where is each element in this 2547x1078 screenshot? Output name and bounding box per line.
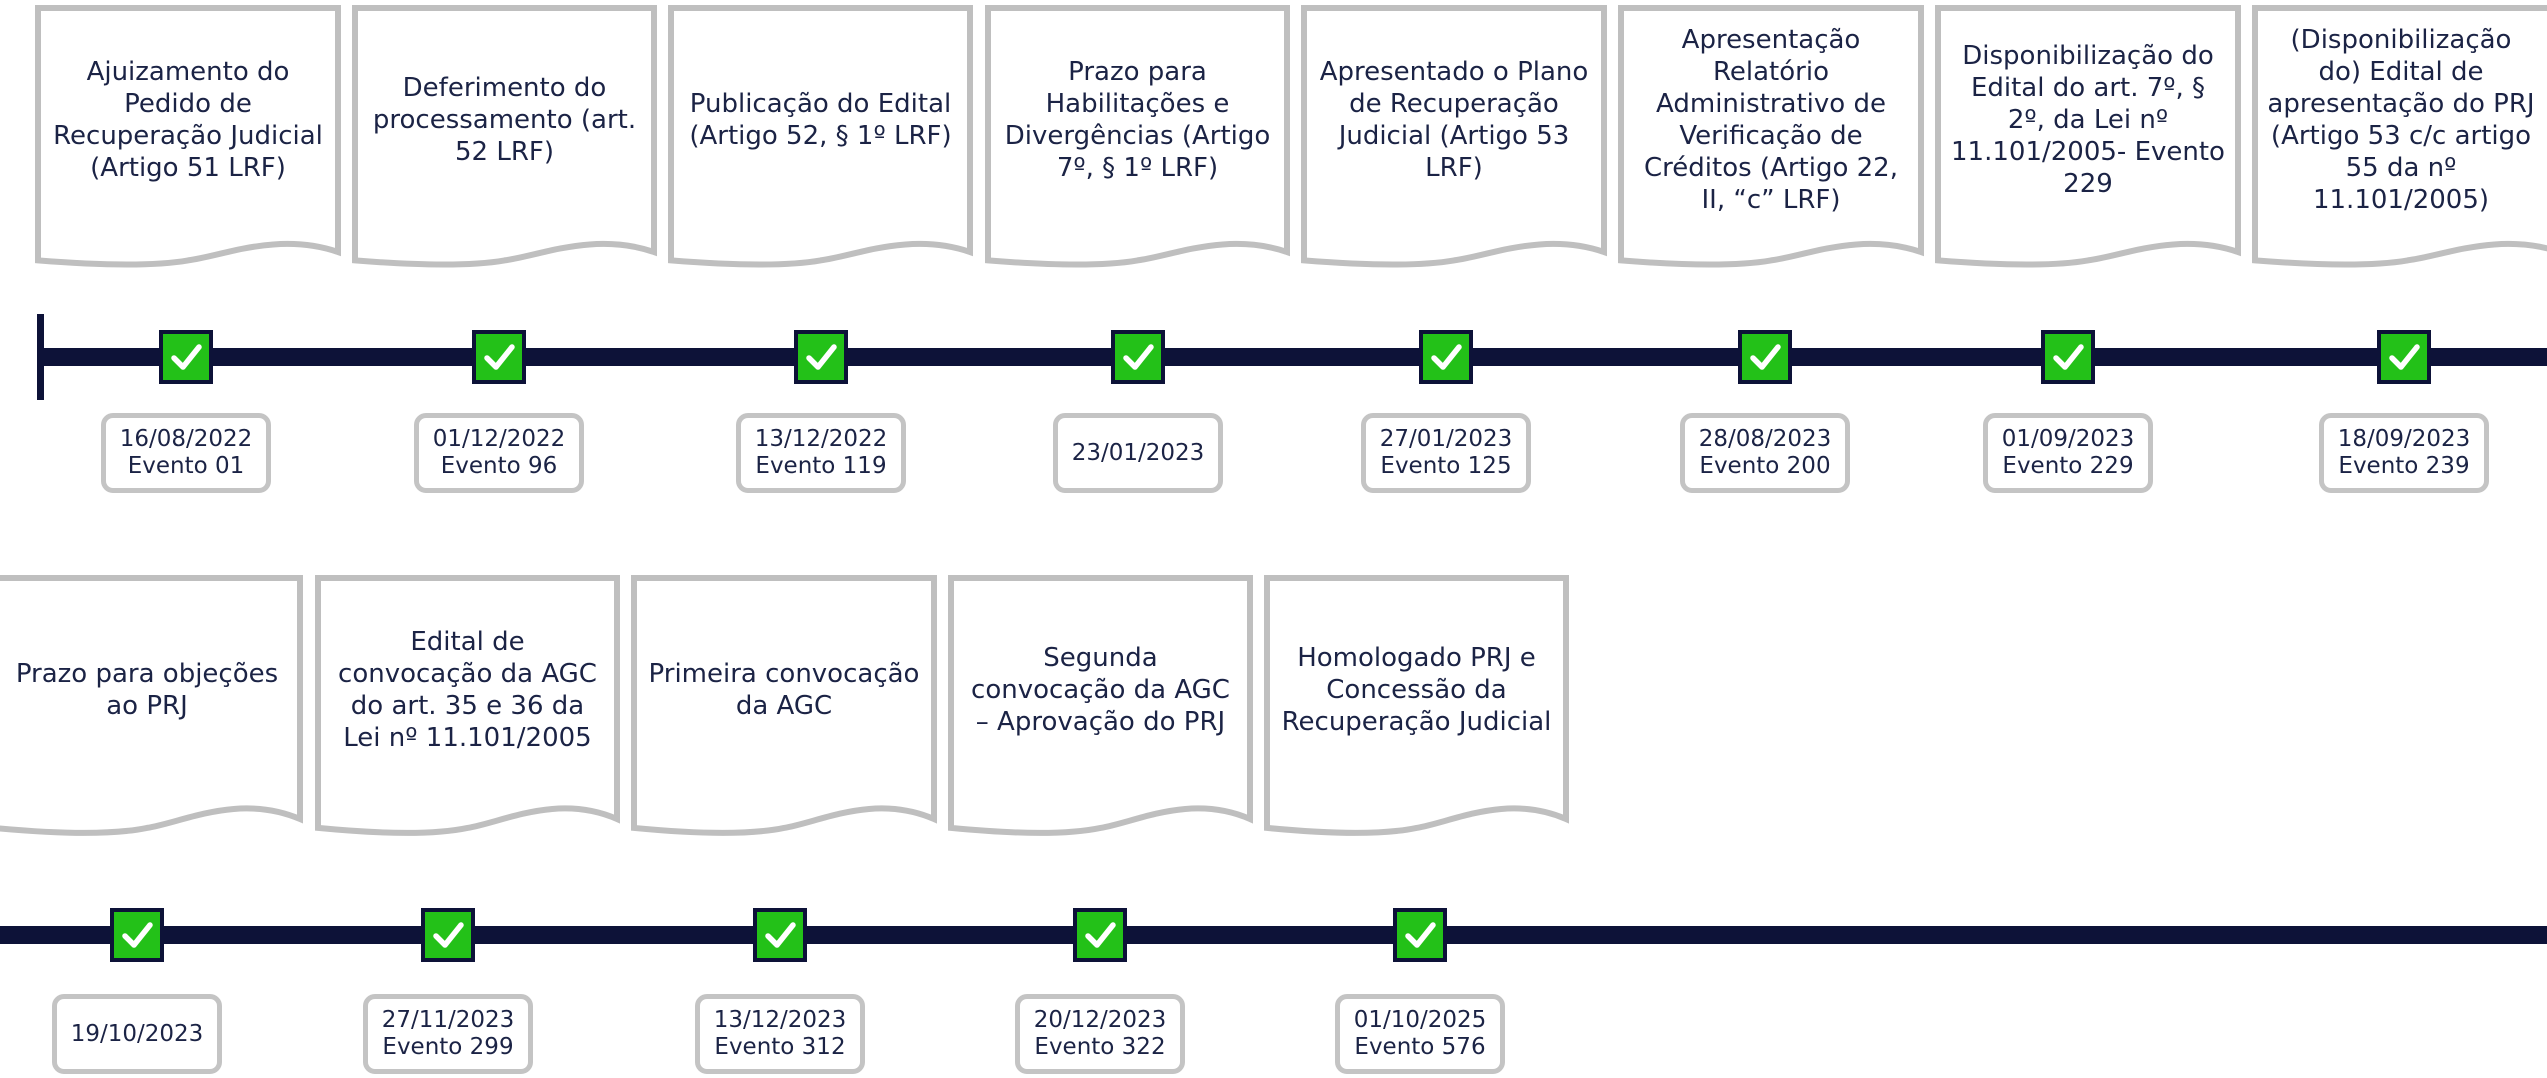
row2-event-1-card (0, 575, 303, 836)
row1-event-2-card (352, 5, 657, 268)
row1-event-6-card (1618, 5, 1924, 268)
row1-event-2-evento: Evento 96 (440, 453, 558, 479)
row1-event-7-evento: Evento 229 (2002, 453, 2134, 479)
row2-event-3-evento: Evento 312 (714, 1034, 846, 1060)
row1-event-8-card (2252, 5, 2547, 268)
row2-event-3-card (631, 575, 937, 836)
row2-event-4-check-icon (1073, 908, 1127, 962)
row2-event-2-evento: Evento 299 (382, 1034, 514, 1060)
row1-event-8-check-icon (2377, 330, 2431, 384)
row1-event-3-card (668, 5, 973, 268)
row1-event-3-check-icon (794, 330, 848, 384)
row2-event-3-title: Primeira convocação da AGC (648, 659, 920, 721)
row1-event-5-date: 27/01/2023 (1379, 426, 1513, 452)
timeline-line-row-2 (0, 926, 2547, 944)
row1-event-1-date: 16/08/2022 (119, 426, 253, 452)
row1-event-8-title: (Disponibilização do) Edital de apresent… (2267, 25, 2535, 215)
row2-event-5-card (1264, 575, 1569, 836)
row1-event-3-date: 13/12/2022 (754, 426, 888, 452)
row1-event-6-evento: Evento 200 (1699, 453, 1831, 479)
row2-event-1-check-icon (110, 908, 164, 962)
row2-event-5-check-icon (1393, 908, 1447, 962)
row1-event-2-check-icon (472, 330, 526, 384)
row1-event-8-date: 18/09/2023 (2337, 426, 2471, 452)
row1-event-5-check-icon (1419, 330, 1473, 384)
row1-event-3-evento: Evento 119 (755, 453, 887, 479)
row2-event-4-evento: Evento 322 (1034, 1034, 1166, 1060)
row1-event-5-evento: Evento 125 (1380, 453, 1512, 479)
row1-event-6-check-icon (1738, 330, 1792, 384)
row2-event-5-evento: Evento 576 (1354, 1034, 1486, 1060)
timeline-line-row-1 (40, 348, 2547, 366)
row1-event-2-title: Deferimento do processamento (art. 52 LR… (372, 73, 637, 167)
row2-event-3-date: 13/12/2023 (713, 1007, 847, 1033)
row1-event-7-check-icon (2041, 330, 2095, 384)
row1-event-2-date: 01/12/2022 (432, 426, 566, 452)
row1-event-6-date: 28/08/2023 (1698, 426, 1832, 452)
row2-event-4-date: 20/12/2023 (1033, 1007, 1167, 1033)
row1-event-7-card (1935, 5, 2241, 268)
row1-event-4-check-icon (1111, 330, 1165, 384)
row2-event-1-date-box: 19/10/2023 (52, 994, 222, 1074)
row1-event-1-card (35, 5, 341, 268)
row1-event-6-title: Apresentação Relatório Administrativo de… (1644, 25, 1898, 215)
row2-event-4-title: Segunda convocação da AGC – Aprovação do… (971, 643, 1230, 737)
row2-event-3-check-icon (753, 908, 807, 962)
row2-event-1-date: 19/10/2023 (70, 1020, 204, 1047)
row1-event-3-title: Publicação do Edital (Artigo 52, § 1º LR… (689, 89, 952, 151)
row1-event-1-check-icon (159, 330, 213, 384)
row2-event-2-card (315, 575, 620, 836)
row1-event-8-evento: Evento 239 (2338, 453, 2470, 479)
row1-event-5-title: Apresentado o Plano de Recuperação Judic… (1319, 57, 1589, 183)
row1-event-7-title: Disponibilização do Edital do art. 7º, §… (1951, 41, 2225, 199)
row2-event-2-title: Edital de convocação da AGC do art. 35 e… (338, 627, 597, 753)
row1-event-4-date-box: 23/01/2023 (1053, 413, 1223, 493)
row1-event-1-title: Ajuizamento do Pedido de Recuperação Jud… (53, 57, 323, 183)
row2-event-5-title: Homologado PRJ e Concessão da Recuperaçã… (1281, 643, 1552, 737)
row2-event-2-date: 27/11/2023 (381, 1007, 515, 1033)
row2-event-5-date: 01/10/2025 (1353, 1007, 1487, 1033)
row1-event-4-date: 23/01/2023 (1071, 439, 1205, 466)
row2-event-1-title: Prazo para objeções ao PRJ (15, 659, 279, 721)
row1-event-7-date: 01/09/2023 (2001, 426, 2135, 452)
timeline-start-tick (37, 314, 44, 400)
row2-event-4-card (948, 575, 1253, 836)
row1-event-4-card (985, 5, 1290, 268)
row1-event-5-card (1301, 5, 1607, 268)
row1-event-4-title: Prazo para Habilitações e Divergências (… (1004, 57, 1271, 183)
row1-event-1-evento: Evento 01 (127, 453, 245, 479)
row2-event-2-check-icon (421, 908, 475, 962)
